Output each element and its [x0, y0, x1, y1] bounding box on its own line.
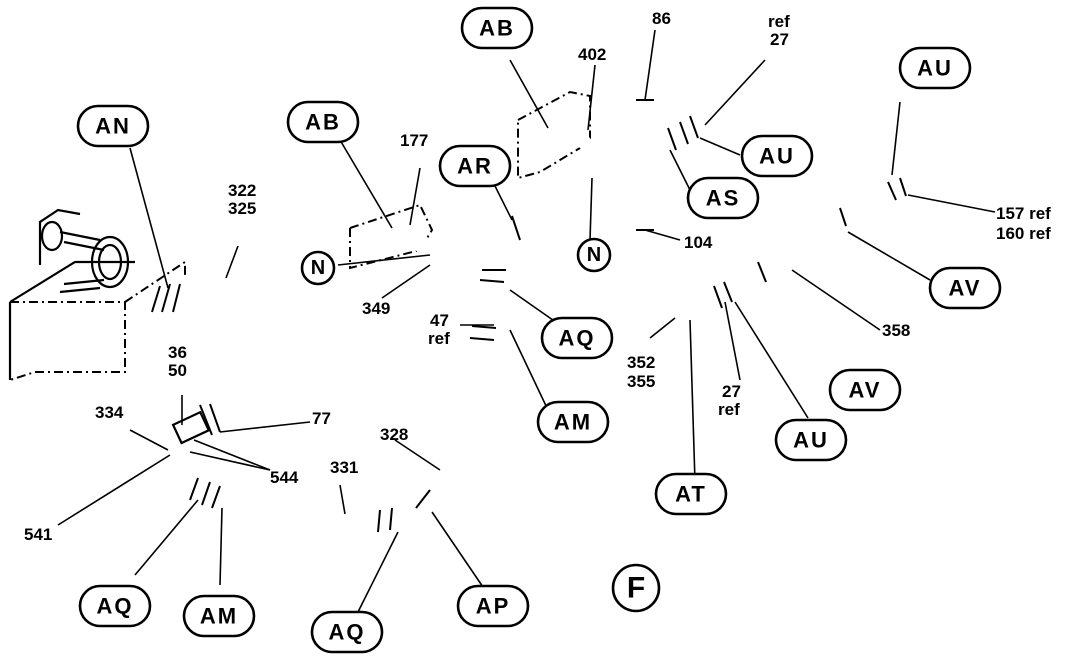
- label-160-ref: 160 ref: [996, 224, 1051, 243]
- callout-ab-left: AB: [286, 100, 360, 144]
- svg-text:N: N: [587, 244, 601, 266]
- label-541: 541: [24, 525, 52, 544]
- label-86: 86: [652, 9, 671, 28]
- svg-text:AV: AV: [849, 378, 882, 403]
- callout-av-low: AV: [828, 368, 902, 412]
- circle-callouts: N N F: [300, 237, 661, 613]
- label-544: 544: [270, 468, 299, 487]
- view-label-f: F: [611, 563, 661, 613]
- callout-n-left: N: [300, 250, 336, 286]
- hoses: [101, 63, 922, 535]
- callout-at: AT: [654, 472, 728, 516]
- label-47: 47: [430, 311, 449, 330]
- label-322: 322: [228, 181, 256, 200]
- label-27: 27: [722, 382, 741, 401]
- callouts: AN AB AB AR AU AU AS AV AQ AM AV AU AT A…: [76, 6, 1002, 654]
- callout-av-right: AV: [928, 266, 1002, 310]
- svg-text:AU: AU: [917, 56, 953, 81]
- callout-au-top: AU: [898, 46, 972, 90]
- svg-text:AT: AT: [675, 482, 707, 507]
- valve-bracket-left: [349, 203, 434, 270]
- callout-an: AN: [76, 104, 150, 148]
- svg-text:AU: AU: [793, 428, 829, 453]
- callout-am-mid: AM: [536, 400, 610, 444]
- svg-text:AV: AV: [949, 276, 982, 301]
- svg-text:AB: AB: [479, 16, 515, 41]
- svg-text:AR: AR: [457, 154, 493, 179]
- svg-text:AS: AS: [706, 186, 741, 211]
- callout-au-low: AU: [774, 418, 848, 462]
- label-328: 328: [380, 425, 408, 444]
- svg-text:AP: AP: [476, 594, 511, 619]
- label-36: 36: [168, 343, 187, 362]
- callout-am-bot: AM: [182, 594, 256, 638]
- label-77: 77: [312, 409, 331, 428]
- svg-text:N: N: [311, 257, 325, 279]
- valve-bracket-top: [517, 90, 591, 180]
- label-177: 177: [400, 131, 428, 150]
- label-352: 352: [627, 353, 655, 372]
- label-331: 331: [330, 458, 358, 477]
- svg-text:AQ: AQ: [329, 620, 366, 645]
- label-27-ref: ref: [718, 400, 740, 419]
- callout-ar: AR: [438, 144, 512, 188]
- callout-aq-bl: AQ: [78, 584, 152, 628]
- callout-ab-top: AB: [460, 6, 534, 50]
- svg-text:AB: AB: [305, 110, 341, 135]
- callout-n-mid: N: [576, 237, 612, 273]
- callout-au-mid: AU: [740, 134, 814, 178]
- part-numbers: 402 86 ref 27 177 322 325 349 104 157 re…: [24, 9, 1051, 544]
- label-358: 358: [882, 321, 910, 340]
- label-334: 334: [95, 403, 124, 422]
- label-ref27-a: ref: [768, 12, 790, 31]
- label-349: 349: [362, 299, 390, 318]
- clamp-bands: [151, 99, 907, 533]
- svg-text:AM: AM: [554, 410, 592, 435]
- svg-text:AN: AN: [95, 114, 131, 139]
- svg-text:AM: AM: [200, 604, 238, 629]
- svg-text:AQ: AQ: [97, 594, 134, 619]
- svg-text:AU: AU: [759, 144, 795, 169]
- svg-text:F: F: [627, 572, 645, 605]
- callout-as: AS: [686, 176, 760, 220]
- label-ref27-b: 27: [770, 30, 789, 49]
- label-104: 104: [684, 233, 713, 252]
- label-47-ref: ref: [428, 329, 450, 348]
- callout-aq-mid: AQ: [540, 316, 614, 360]
- engine-block: [8, 208, 186, 381]
- label-355: 355: [627, 372, 655, 391]
- label-325: 325: [228, 199, 256, 218]
- label-402: 402: [578, 45, 606, 64]
- svg-text:AQ: AQ: [559, 326, 596, 351]
- leader-lines: [57, 29, 996, 619]
- label-50: 50: [168, 361, 187, 380]
- callout-ap: AP: [456, 584, 530, 628]
- callout-aq-bot: AQ: [310, 610, 384, 654]
- label-157-ref: 157 ref: [996, 204, 1051, 223]
